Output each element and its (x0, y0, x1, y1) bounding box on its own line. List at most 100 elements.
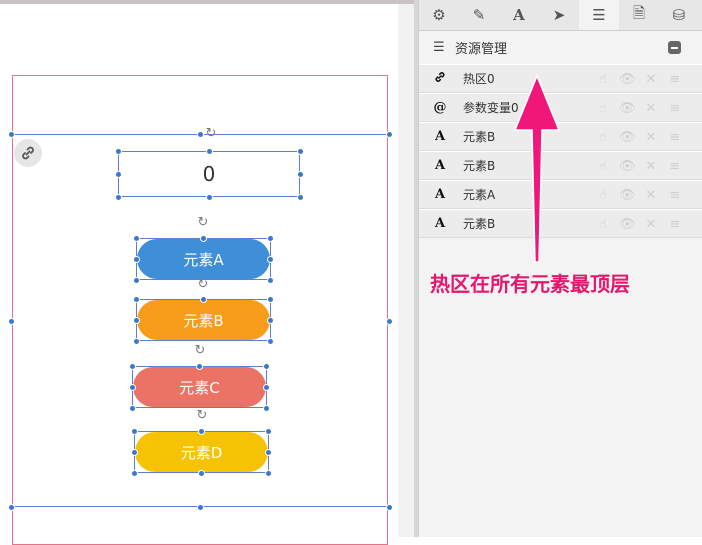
delete-icon[interactable]: ✕ (645, 129, 657, 145)
layer-row-element[interactable]: A 元素B ☝👁✕≡ (419, 151, 702, 180)
tab-text[interactable]: A (499, 0, 539, 30)
resize-handle[interactable] (267, 235, 274, 242)
resize-handle[interactable] (297, 148, 304, 155)
resize-handle[interactable] (133, 317, 140, 324)
rotate-handle-icon[interactable]: ↻ (205, 126, 217, 141)
resize-handle[interactable] (206, 148, 213, 155)
drag-icon[interactable]: ≡ (669, 216, 681, 232)
resize-handle[interactable] (131, 428, 138, 435)
panel-tabbar: ⚙ ✎ A ➤ ☰ 🗎 ⛁ (419, 0, 702, 31)
tab-document[interactable]: 🗎 (619, 0, 659, 30)
resize-handle[interactable] (133, 235, 140, 242)
layer-actions: ☝ 👁 ✕ ≡ (595, 152, 683, 180)
resize-handle[interactable] (267, 338, 274, 345)
list-icon: ☰ (433, 40, 445, 55)
resize-handle[interactable] (267, 277, 274, 284)
eye-icon[interactable]: 👁 (619, 187, 636, 203)
drag-icon[interactable]: ≡ (669, 71, 681, 87)
resize-handle[interactable] (267, 296, 274, 303)
eye-icon[interactable]: 👁 (619, 100, 636, 116)
delete-icon[interactable]: ✕ (645, 158, 657, 174)
hand-icon[interactable]: ☝ (599, 216, 607, 232)
delete-icon[interactable]: ✕ (645, 187, 657, 203)
hand-icon[interactable]: ☝ (599, 187, 607, 203)
resize-handle[interactable] (263, 363, 270, 370)
hand-icon[interactable]: ☝ (599, 158, 607, 174)
resize-handle[interactable] (196, 363, 203, 370)
rotate-handle-icon[interactable]: ↻ (194, 343, 206, 358)
resize-handle[interactable] (265, 428, 272, 435)
hotzone-handle[interactable] (386, 318, 393, 325)
delete-icon[interactable]: ✕ (645, 216, 657, 232)
delete-icon[interactable]: ✕ (645, 71, 657, 87)
resize-handle[interactable] (198, 470, 205, 477)
resize-handle[interactable] (200, 235, 207, 242)
resize-handle[interactable] (297, 194, 304, 201)
hotzone-handle[interactable] (8, 504, 15, 511)
rotate-handle-icon[interactable]: ↻ (197, 215, 209, 230)
hotzone-handle[interactable] (197, 131, 204, 138)
element-c-button[interactable]: 元素C (133, 367, 266, 407)
layer-row-element[interactable]: A 元素B ☝👁✕≡ (419, 122, 702, 151)
resize-handle[interactable] (267, 256, 274, 263)
drag-icon[interactable]: ≡ (669, 158, 681, 174)
resize-handle[interactable] (206, 194, 213, 201)
tab-edit[interactable]: ✎ (459, 0, 499, 30)
rotate-handle-icon[interactable]: ↻ (196, 408, 208, 423)
resize-handle[interactable] (131, 470, 138, 477)
tab-send[interactable]: ➤ (539, 0, 579, 30)
resize-handle[interactable] (265, 470, 272, 477)
element-b-button[interactable]: 元素B (137, 300, 270, 340)
hand-icon[interactable]: ☝ (599, 100, 607, 116)
hotzone-handle[interactable] (8, 131, 15, 138)
tab-database[interactable]: ⛁ (659, 0, 699, 30)
resize-handle[interactable] (133, 338, 140, 345)
hand-icon[interactable]: ☝ (599, 129, 607, 145)
hotzone-handle[interactable] (386, 504, 393, 511)
element-a-button[interactable]: 元素A (137, 239, 270, 279)
rotate-handle-icon[interactable]: ↻ (197, 277, 209, 292)
resize-handle[interactable] (267, 317, 274, 324)
layer-row-element[interactable]: A 元素B ☝👁✕≡ (419, 209, 702, 238)
resize-handle[interactable] (263, 384, 270, 391)
panel-title: 资源管理 (455, 42, 508, 57)
resize-handle[interactable] (115, 148, 122, 155)
hand-icon[interactable]: ☝ (599, 71, 607, 87)
drag-icon[interactable]: ≡ (669, 187, 681, 203)
eye-icon[interactable]: 👁 (619, 158, 636, 174)
resize-handle[interactable] (129, 384, 136, 391)
resize-handle[interactable] (129, 363, 136, 370)
resize-handle[interactable] (200, 296, 207, 303)
layer-row-hotzone[interactable]: 热区0 ☝👁✕≡ (419, 64, 702, 93)
resize-handle[interactable] (198, 428, 205, 435)
resize-handle[interactable] (297, 171, 304, 178)
resize-handle[interactable] (133, 256, 140, 263)
resize-handle[interactable] (131, 449, 138, 456)
resize-handle[interactable] (265, 449, 272, 456)
hotzone-handle[interactable] (386, 131, 393, 138)
resize-handle[interactable] (115, 171, 122, 178)
parameter-number-display[interactable]: 0 (202, 162, 216, 186)
drag-icon[interactable]: ≡ (669, 129, 681, 145)
font-icon: A (513, 6, 525, 24)
element-d-button[interactable]: 元素D (135, 432, 268, 472)
drag-icon[interactable]: ≡ (669, 100, 681, 116)
eye-icon[interactable]: 👁 (619, 129, 636, 145)
resize-handle[interactable] (133, 277, 140, 284)
tab-settings[interactable]: ⚙ (419, 0, 459, 30)
delete-icon[interactable]: ✕ (645, 100, 657, 116)
resize-handle[interactable] (129, 405, 136, 412)
tab-layers[interactable]: ☰ (579, 0, 619, 30)
resize-handle[interactable] (263, 405, 270, 412)
hotzone-handle[interactable] (8, 318, 15, 325)
resize-handle[interactable] (115, 194, 122, 201)
eye-icon[interactable]: 👁 (619, 71, 636, 87)
hotzone-handle[interactable] (197, 504, 204, 511)
eye-icon[interactable]: 👁 (619, 216, 636, 232)
panel-divider[interactable] (414, 0, 418, 537)
layer-row-element[interactable]: A 元素A ☝👁✕≡ (419, 180, 702, 209)
hotzone-link-badge[interactable] (14, 139, 42, 167)
resize-handle[interactable] (133, 296, 140, 303)
layer-row-variable[interactable]: @ 参数变量0 ☝👁✕≡ (419, 93, 702, 122)
collapse-button[interactable] (668, 41, 681, 54)
